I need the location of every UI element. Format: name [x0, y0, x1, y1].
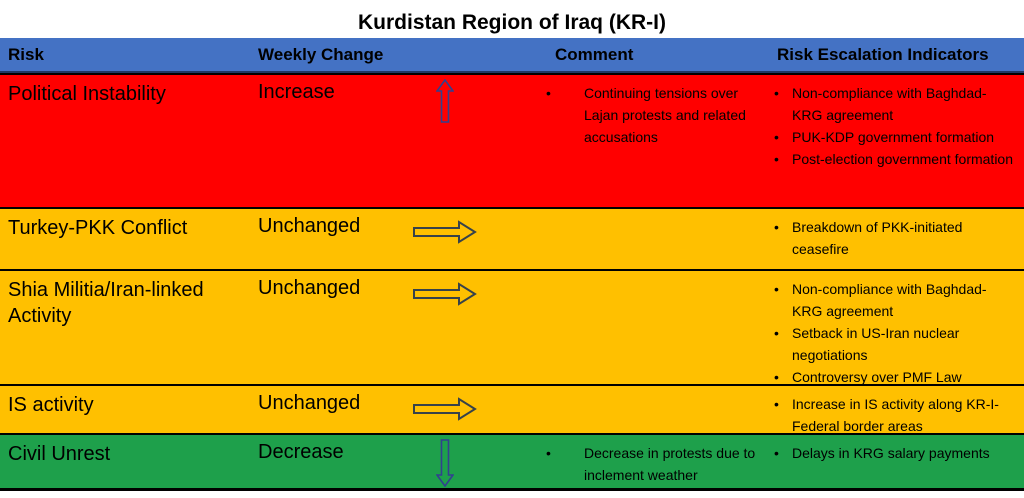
risk-name: Turkey-PKK Conflict [8, 217, 188, 239]
trend-up-arrow-shape [436, 79, 454, 123]
table-row-civil-unrest: Civil Unrest Decrease Decrease in protes… [0, 433, 1024, 491]
column-header-weekly-change: Weekly Change [258, 44, 384, 64]
comment-item: Continuing tensions over Lajan protests … [490, 82, 762, 148]
trend-right-icon [400, 271, 490, 388]
trend-right-arrow-shape [413, 282, 477, 306]
risk-name: Shia Militia/Iran-linked Activity [8, 279, 204, 327]
indicator-item: Breakdown of PKK-initiated ceasefire [762, 216, 1024, 260]
comment-cell: Continuing tensions over Lajan protests … [490, 75, 762, 207]
weekly-change-value: Unchanged [258, 392, 361, 414]
comment-list: Decrease in protests due to inclement we… [490, 435, 762, 486]
indicator-list: Non-compliance with Baghdad-KRG agreemen… [762, 75, 1024, 170]
trend-up-icon [400, 75, 490, 207]
indicator-item: Non-compliance with Baghdad-KRG agreemen… [762, 82, 1024, 126]
trend-right-icon [400, 209, 490, 269]
trend-right-icon [400, 386, 490, 437]
column-header-risk: Risk [8, 44, 44, 64]
indicator-list: Delays in KRG salary payments [762, 435, 1024, 464]
indicator-list: Increase in IS activity along KR-I-Feder… [762, 386, 1024, 437]
indicators-cell: Increase in IS activity along KR-I-Feder… [762, 386, 1024, 437]
table-row-shia-militia-iran-linked-activity: Shia Militia/Iran-linked Activity Unchan… [0, 269, 1024, 388]
comment-cell: Decrease in protests due to inclement we… [490, 435, 762, 488]
column-header-indicators: Risk Escalation Indicators [777, 44, 989, 64]
indicators-cell: Non-compliance with Baghdad-KRG agreemen… [762, 75, 1024, 207]
indicator-list: Breakdown of PKK-initiated ceasefire [762, 209, 1024, 260]
indicator-item: Non-compliance with Baghdad-KRG agreemen… [762, 278, 1024, 322]
indicators-cell: Breakdown of PKK-initiated ceasefire [762, 209, 1024, 269]
indicator-item: Delays in KRG salary payments [762, 442, 1024, 464]
table-row-is-activity: IS activity Unchanged Increase in IS act… [0, 384, 1024, 434]
indicator-item: Post-election government formation [762, 148, 1024, 170]
risk-name: Civil Unrest [8, 443, 111, 465]
indicator-list: Non-compliance with Baghdad-KRG agreemen… [762, 271, 1024, 388]
weekly-change-value: Decrease [258, 441, 344, 463]
risk-name: Political Instability [8, 83, 166, 105]
comment-cell [490, 386, 762, 437]
weekly-change-value: Unchanged [258, 215, 361, 237]
table-header-row: Risk Weekly Change Comment Risk Escalati… [0, 38, 1024, 73]
page-title: Kurdistan Region of Iraq (KR-I) [358, 11, 666, 34]
comment-item: Decrease in protests due to inclement we… [490, 442, 762, 486]
weekly-change-value: Unchanged [258, 277, 361, 299]
trend-right-arrow-shape [413, 397, 477, 421]
comment-cell [490, 209, 762, 269]
comment-list: Continuing tensions over Lajan protests … [490, 75, 762, 148]
indicators-cell: Delays in KRG salary payments [762, 435, 1024, 488]
indicator-item: Increase in IS activity along KR-I-Feder… [762, 393, 1024, 437]
trend-down-arrow-shape [436, 439, 454, 487]
comment-list [490, 209, 762, 216]
indicator-item: PUK-KDP government formation [762, 126, 1024, 148]
risk-name: IS activity [8, 394, 94, 416]
trend-right-arrow-shape [413, 220, 477, 244]
table-row-turkey-pkk-conflict: Turkey-PKK Conflict Unchanged Breakdown … [0, 207, 1024, 269]
comment-list [490, 271, 762, 278]
indicator-item: Setback in US-Iran nuclear negotiations [762, 322, 1024, 366]
table-row-political-instability: Political Instability Increase Continuin… [0, 73, 1024, 207]
column-header-comment: Comment [555, 44, 634, 64]
weekly-change-value: Increase [258, 81, 335, 103]
comment-cell [490, 271, 762, 388]
indicator-item: Controversy over PMF Law [762, 366, 1024, 388]
trend-down-icon [400, 435, 490, 488]
indicators-cell: Non-compliance with Baghdad-KRG agreemen… [762, 271, 1024, 388]
comment-list [490, 386, 762, 393]
